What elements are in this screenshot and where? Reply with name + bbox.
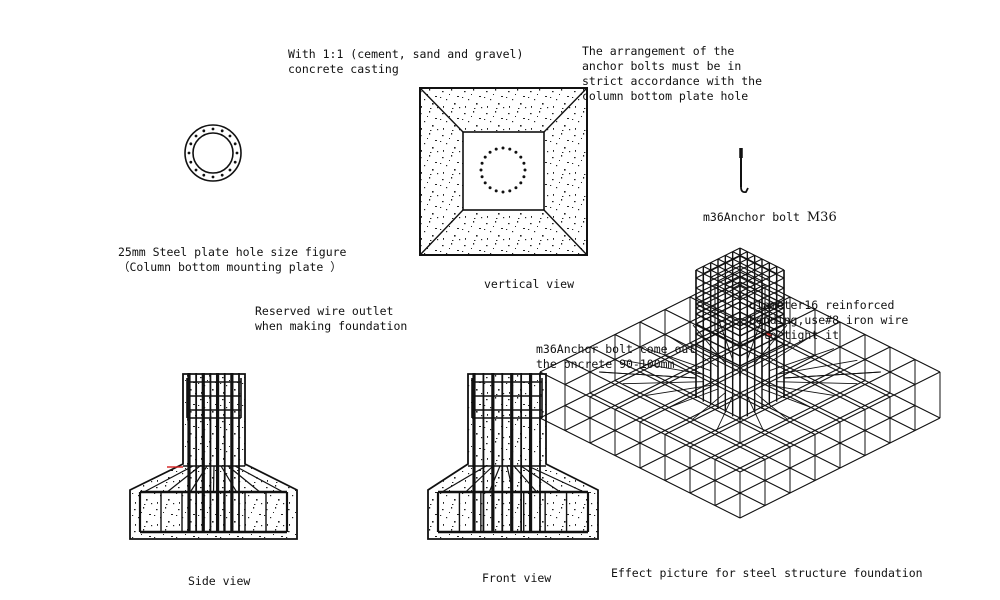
- plate-hole-caption: 25mm Steel plate hole size figure（Column…: [118, 245, 347, 274]
- vertical-view-caption: vertical view: [484, 277, 575, 291]
- plate-hole-figure: [184, 124, 242, 182]
- front-view-drawing: [427, 373, 599, 540]
- anchor-bolt-caption: m36Anchor bolt M36: [703, 210, 837, 225]
- front-view-caption: Front view: [482, 571, 552, 585]
- side-view-drawing: [129, 373, 298, 540]
- vertical-view-drawing: [419, 87, 588, 256]
- rebar-cage-3d: [539, 247, 941, 519]
- side-view-caption: Side view: [188, 574, 251, 588]
- effect-picture-caption: Effect picture for steel structure found…: [611, 566, 923, 580]
- casting-note: With 1:1 (cement, sand and gravel)concre…: [288, 47, 524, 76]
- red-tie-mark: [765, 332, 773, 337]
- anchor-bolt-drawing: [739, 148, 749, 194]
